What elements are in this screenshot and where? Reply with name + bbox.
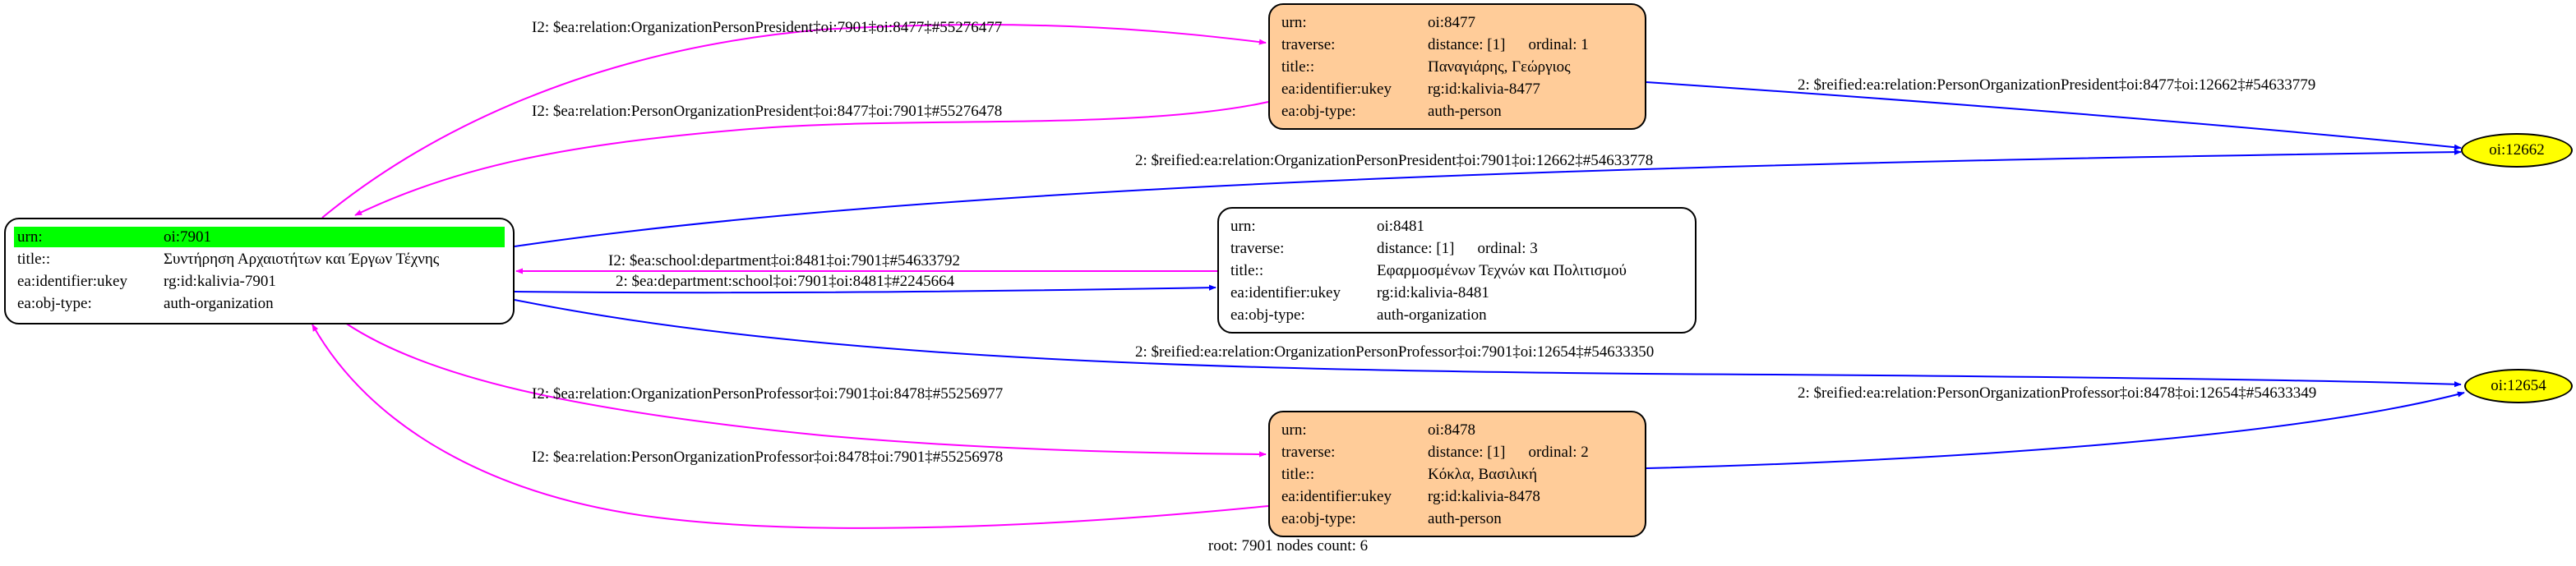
- node-row-traverse: traverse: distance: [1] ordinal: 2: [1278, 441, 1637, 463]
- node-row-ukey: ea:identifier:ukey rg:id:kalivia-8481: [1227, 282, 1687, 304]
- edge-label-person-org-president: I2: $ea:relation:PersonOrganizationPresi…: [532, 103, 1002, 120]
- node-row-objtype: ea:obj-type: auth-person: [1278, 100, 1637, 122]
- edge-label-org-person-professor: I2: $ea:relation:OrganizationPersonProfe…: [532, 385, 1003, 403]
- node-key: urn:: [1281, 13, 1307, 31]
- node-key: ea:identifier:ukey: [1281, 80, 1392, 98]
- node-row-objtype: ea:obj-type: auth-organization: [14, 292, 505, 315]
- node-row-objtype: ea:obj-type: auth-person: [1278, 508, 1637, 530]
- edge-reified-7901-12654: [514, 299, 2462, 388]
- edge-department-school: [514, 284, 1216, 294]
- node-row-title: title:: Κόκλα, Βασιλική: [1278, 463, 1637, 485]
- node-key: traverse:: [1281, 35, 1336, 53]
- traverse-ordinal: ordinal: 3: [1477, 239, 1538, 257]
- node-value: Κόκλα, Βασιλική: [1428, 465, 1538, 483]
- node-row-traverse: traverse: distance: [1] ordinal: 3: [1227, 237, 1687, 260]
- node-key: ea:obj-type:: [1230, 306, 1305, 324]
- traverse-ordinal: ordinal: 1: [1528, 35, 1589, 53]
- node-value: rg:id:kalivia-8478: [1428, 487, 1540, 505]
- node-row-urn: urn: oi:8477: [1278, 12, 1637, 34]
- node-root-7901[interactable]: urn: oi:7901 title:: Συντήρηση Αρχαιοτήτ…: [4, 218, 515, 324]
- node-key: urn:: [14, 227, 160, 247]
- node-value: distance: [1] ordinal: 3: [1373, 240, 1687, 258]
- node-value: auth-organization: [1377, 306, 1487, 324]
- edge-label-school-department: I2: $ea:school:department‡oi:8481‡oi:790…: [608, 252, 960, 269]
- node-value: oi:8478: [1428, 421, 1476, 439]
- node-key: ea:obj-type:: [17, 294, 92, 312]
- node-value: auth-organization: [164, 294, 274, 312]
- traverse-distance: distance: [1]: [1428, 35, 1506, 53]
- edge-person-org-professor: [312, 324, 1269, 529]
- node-value: Παναγιάρης, Γεώργιος: [1428, 58, 1571, 76]
- node-key: title::: [1230, 261, 1264, 279]
- node-row-ukey: ea:identifier:ukey rg:id:kalivia-8478: [1278, 485, 1637, 508]
- traverse-distance: distance: [1]: [1377, 239, 1455, 257]
- traverse-distance: distance: [1]: [1428, 443, 1506, 461]
- node-12662[interactable]: oi:12662: [2461, 133, 2573, 168]
- edge-reified-8477-12662: [1646, 81, 2462, 150]
- node-row-title: title:: Παναγιάρης, Γεώργιος: [1278, 56, 1637, 78]
- node-row-ukey: ea:identifier:ukey rg:id:kalivia-8477: [1278, 78, 1637, 100]
- node-value: Συντήρηση Αρχαιοτήτων και Έργων Τέχνης: [164, 250, 440, 268]
- edge-reified-8478-12654: [1646, 391, 2465, 469]
- node-value: oi:8481: [1377, 217, 1425, 235]
- graph-footer: root: 7901 nodes count: 6: [1207, 537, 1369, 554]
- node-key: traverse:: [1281, 443, 1336, 461]
- node-value: oi:7901: [160, 227, 505, 247]
- node-key: ea:identifier:ukey: [1230, 283, 1341, 301]
- edge-label-person-org-professor: I2: $ea:relation:PersonOrganizationProfe…: [532, 449, 1003, 466]
- edge-org-person-professor: [344, 322, 1267, 458]
- node-value: auth-person: [1428, 102, 1502, 120]
- node-row-objtype: ea:obj-type: auth-organization: [1227, 304, 1687, 326]
- node-value: rg:id:kalivia-7901: [164, 272, 276, 290]
- edge-reified-7901-12662: [514, 149, 2462, 247]
- edge-label-department-school: 2: $ea:department:school‡oi:7901‡oi:8481…: [616, 273, 955, 290]
- node-12654[interactable]: oi:12654: [2464, 369, 2573, 403]
- node-row-urn: urn: oi:8478: [1278, 419, 1637, 441]
- node-key: urn:: [1281, 421, 1307, 439]
- node-row-urn: urn: oi:8481: [1227, 215, 1687, 237]
- node-value: distance: [1] ordinal: 1: [1424, 36, 1637, 54]
- node-value: rg:id:kalivia-8481: [1377, 283, 1489, 301]
- edge-label-org-person-president: I2: $ea:relation:OrganizationPersonPresi…: [532, 19, 1002, 36]
- node-key: ea:obj-type:: [1281, 102, 1356, 120]
- node-value: rg:id:kalivia-8477: [1428, 80, 1540, 98]
- edge-label-reified-8477-12662: 2: $reified:ea:relation:PersonOrganizati…: [1798, 76, 2315, 94]
- edge-label-reified-8478-12654: 2: $reified:ea:relation:PersonOrganizati…: [1798, 384, 2316, 402]
- node-8481[interactable]: urn: oi:8481 traverse: distance: [1] ordi…: [1217, 207, 1697, 334]
- node-row-urn: urn: oi:7901: [14, 226, 505, 248]
- node-key: title::: [1281, 465, 1315, 483]
- edge-label-reified-7901-12662: 2: $reified:ea:relation:OrganizationPers…: [1135, 152, 1653, 169]
- node-key: title::: [1281, 58, 1315, 76]
- node-8477[interactable]: urn: oi:8477 traverse: distance: [1] ordi…: [1268, 3, 1646, 130]
- node-key: title::: [17, 250, 51, 268]
- edge-org-person-president: [321, 24, 1267, 219]
- node-key: urn:: [1230, 217, 1256, 235]
- node-key: ea:identifier:ukey: [17, 272, 127, 290]
- node-key: ea:obj-type:: [1281, 509, 1356, 527]
- node-value: distance: [1] ordinal: 2: [1424, 444, 1637, 462]
- node-key: ea:identifier:ukey: [1281, 487, 1392, 505]
- edge-person-org-president: [354, 101, 1269, 216]
- node-row-ukey: ea:identifier:ukey rg:id:kalivia-7901: [14, 270, 505, 292]
- node-row-traverse: traverse: distance: [1] ordinal: 1: [1278, 34, 1637, 56]
- node-value: oi:8477: [1428, 13, 1476, 31]
- node-row-title: title:: Εφαρμοσμένων Τεχνών και Πολιτισμ…: [1227, 260, 1687, 282]
- node-value: auth-person: [1428, 509, 1502, 527]
- node-key: traverse:: [1230, 239, 1285, 257]
- edge-label-reified-7901-12654: 2: $reified:ea:relation:OrganizationPers…: [1135, 343, 1654, 361]
- traverse-ordinal: ordinal: 2: [1528, 443, 1589, 461]
- node-value: Εφαρμοσμένων Τεχνών και Πολιτισμού: [1377, 261, 1627, 279]
- node-8478[interactable]: urn: oi:8478 traverse: distance: [1] ordi…: [1268, 411, 1646, 537]
- node-row-title: title:: Συντήρηση Αρχαιοτήτων και Έργων …: [14, 248, 505, 270]
